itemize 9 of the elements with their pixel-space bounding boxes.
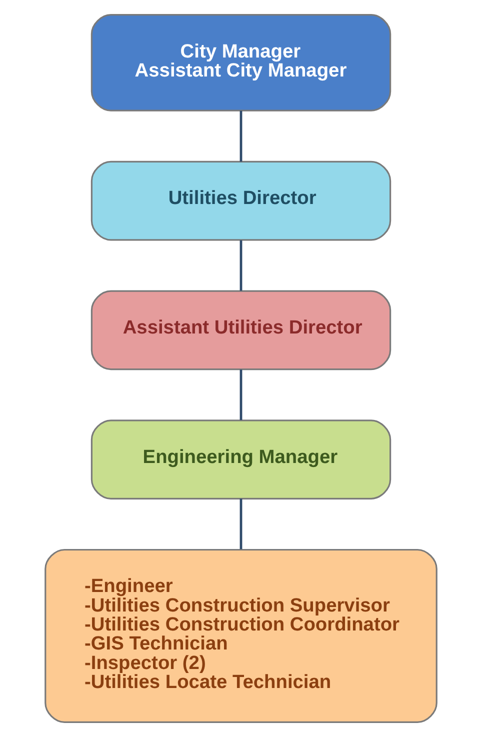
connector	[240, 498, 242, 550]
node-box: Engineering Manager	[90, 420, 392, 500]
node-box: Assistant Utilities Director	[90, 290, 392, 370]
node-box: City Manager Assistant City Manager	[90, 14, 392, 112]
connector	[240, 240, 242, 291]
connector	[240, 370, 242, 420]
node-box: -Engineer -Utilities Construction Supervisor -Utilities Construction Coordinator -GIS Technician -Inspector (2) -Utilities Locate Technician	[44, 548, 438, 723]
connector	[240, 110, 242, 162]
node-box: Utilities Director	[90, 160, 392, 241]
